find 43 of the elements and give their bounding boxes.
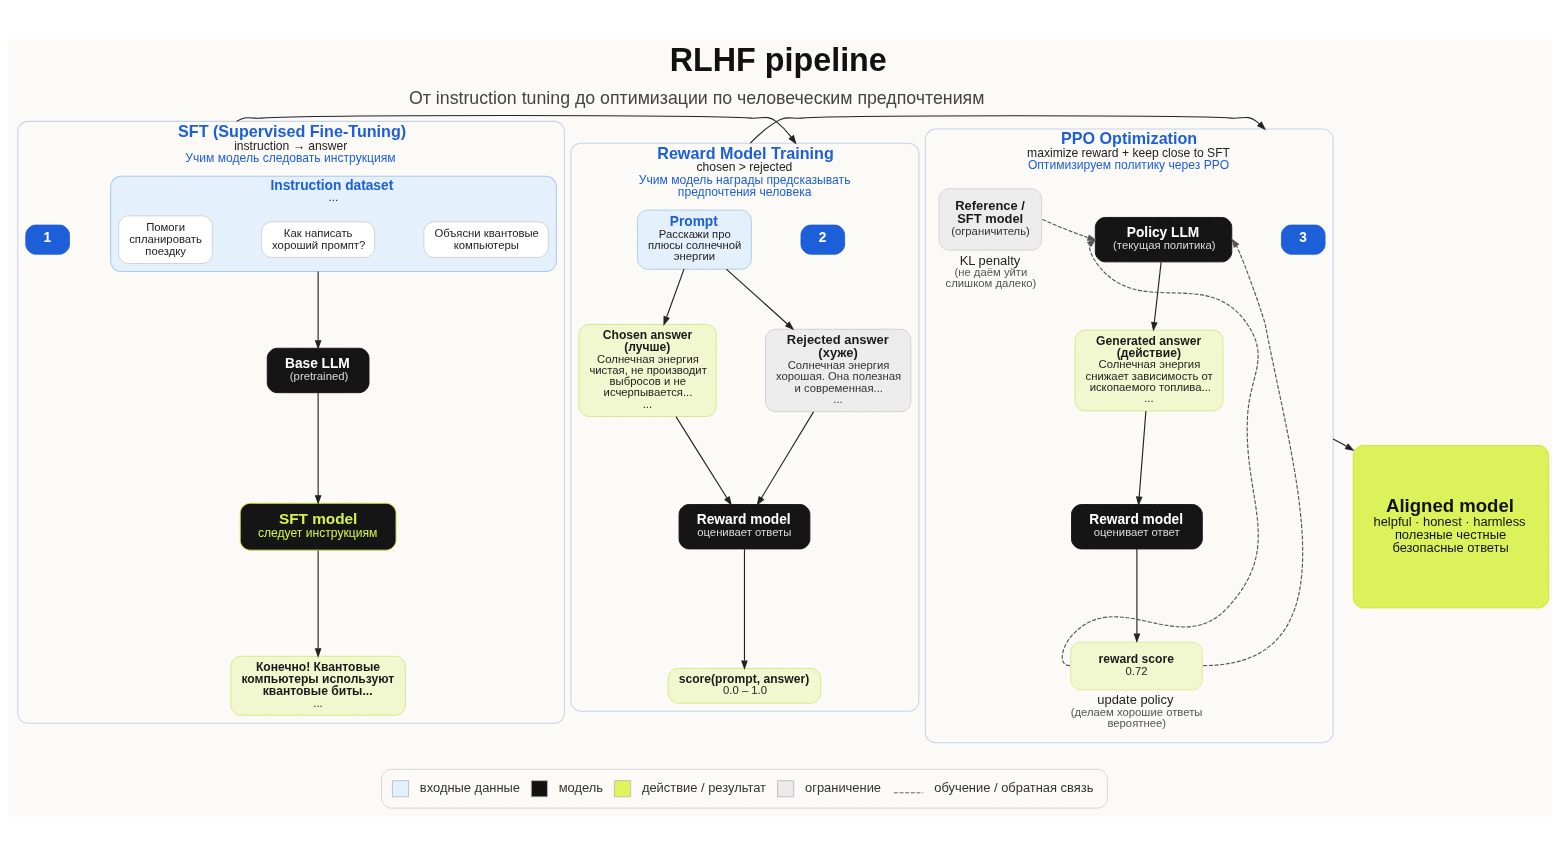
arrow — [663, 268, 685, 326]
arrow — [1041, 218, 1097, 241]
arrow — [675, 416, 732, 506]
legend-label: модель — [558, 779, 604, 795]
arrow — [314, 392, 322, 505]
node-box: 3 — [1280, 224, 1326, 255]
node-box: Конечно! Квантовые компьютеры используют квантовые биты... ... — [230, 655, 406, 716]
node-box: Base LLM (pretrained) — [266, 347, 370, 394]
node-label: KL penalty — [959, 252, 1021, 268]
node-box: Объясни квантовые компьютеры — [423, 221, 549, 258]
node-box: Rejected answer (хуже) Солнечная энергия хорошая. Она полезная и современная... ... — [765, 328, 912, 413]
node-box: Generated answer (действие) Солнечная энергия снижает зависимость от ископаемого топлива... ... — [1074, 329, 1224, 412]
arrow — [314, 549, 322, 658]
arrow — [236, 114, 797, 145]
arrow — [725, 268, 795, 331]
arrow — [1332, 438, 1355, 451]
arrow — [1151, 261, 1162, 332]
node-box: SFT model следует инструкциям — [239, 502, 397, 551]
node-label: update policy — [1097, 692, 1174, 708]
diagram-title: RLHF pipeline — [669, 41, 887, 78]
arrow — [749, 115, 1267, 144]
arrow — [314, 271, 322, 350]
arrow — [1133, 548, 1141, 644]
node-box: Как написать хороший промпт? — [261, 221, 376, 258]
arrow — [1135, 410, 1147, 507]
node-box: Reward model оценивает ответ — [1071, 504, 1203, 550]
node-box: Aligned model helpful · honest · harmless полезные честные безопасные ответы — [1352, 445, 1550, 609]
node-box: Prompt Расскажи про плюсы солнечной энергии — [637, 209, 752, 270]
node-box: 2 — [800, 224, 846, 255]
node-box: Chosen answer (лучше) Солнечная энергия чистая, не производит выбросов и не исчерпывается... ... — [578, 323, 717, 417]
node-box: Reward model оценивает ответы — [678, 504, 811, 550]
legend-label: ограничение — [805, 779, 882, 795]
legend-label: обучение / обратная связь — [934, 779, 1094, 795]
node-box: Policy LLM (текущая политика) — [1094, 216, 1233, 263]
arrow — [741, 548, 748, 670]
legend-label: действие / результат — [641, 779, 767, 795]
node-box: Помоги спланировать поездку — [118, 215, 213, 264]
arrow — [756, 411, 815, 506]
label: От instruction tuning до оптимизации по человеческим предпочтениям — [408, 88, 985, 109]
legend-label: входные данные — [419, 779, 521, 795]
node-box: score(prompt, answer) 0.0 – 1.0 — [667, 667, 822, 704]
node-box: 1 — [25, 224, 70, 255]
arrow — [1202, 238, 1304, 667]
